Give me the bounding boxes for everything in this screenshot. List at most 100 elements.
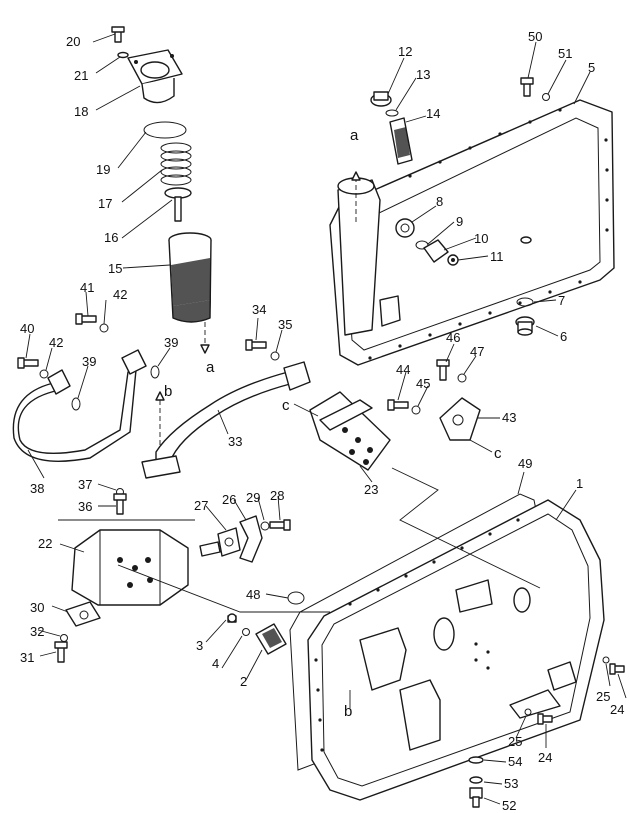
callout-20: 20 xyxy=(66,34,80,49)
callout-42b: 42 xyxy=(49,335,63,350)
callout-25b: 25 xyxy=(508,734,522,749)
callout-27: 27 xyxy=(194,498,208,513)
tube-33 xyxy=(141,361,311,479)
o-ring-7 xyxy=(516,297,534,307)
callout-44: 44 xyxy=(396,362,410,377)
callout-34: 34 xyxy=(252,302,266,317)
bolt-20 xyxy=(111,26,125,43)
valve-16 xyxy=(164,187,192,222)
callout-43: 43 xyxy=(502,410,516,425)
cover-2 xyxy=(255,623,287,655)
callout-47: 47 xyxy=(470,344,484,359)
callout-53: 53 xyxy=(504,776,518,791)
callout-11: 11 xyxy=(490,249,504,264)
o-ring-39a xyxy=(71,397,81,411)
callout-45: 45 xyxy=(416,376,430,391)
washer-45 xyxy=(411,405,421,415)
callout-31: 31 xyxy=(20,650,34,665)
callout-41: 41 xyxy=(80,280,94,295)
tank-1 xyxy=(307,499,605,801)
washer-42b xyxy=(39,369,49,379)
callout-30: 30 xyxy=(30,600,44,615)
callout-32: 32 xyxy=(30,624,44,639)
callout-39a: 39 xyxy=(82,354,96,369)
bolt-52 xyxy=(469,787,483,808)
callout-33: 33 xyxy=(228,434,242,449)
ref-c-manifold: c xyxy=(282,397,290,414)
washer-54 xyxy=(468,756,484,764)
washer-29 xyxy=(260,521,270,531)
callout-8: 8 xyxy=(436,194,443,209)
ref-a-filter: a xyxy=(206,359,215,376)
plug-6 xyxy=(515,316,535,336)
strainer-14 xyxy=(389,117,413,165)
callout-16: 16 xyxy=(104,230,118,245)
gasket-49 xyxy=(289,493,537,771)
bolt-36 xyxy=(113,493,127,515)
callout-38: 38 xyxy=(30,481,44,496)
o-ring-48 xyxy=(287,591,305,605)
callout-35: 35 xyxy=(278,317,292,332)
bolt-34 xyxy=(245,339,267,351)
washer-47 xyxy=(457,373,467,383)
callout-52: 52 xyxy=(502,798,516,813)
callout-36: 36 xyxy=(78,499,92,514)
ref-b-tube: b xyxy=(164,383,172,400)
callout-48: 48 xyxy=(246,587,260,602)
callout-3: 3 xyxy=(196,638,203,653)
tank-5-bolt-holes xyxy=(368,108,609,360)
bolt-24a xyxy=(609,663,625,675)
tank-1-bolt-holes xyxy=(314,518,520,752)
tube-38 xyxy=(12,349,147,462)
adapter-27 xyxy=(217,527,241,557)
filter-element-15 xyxy=(168,232,212,323)
callout-7: 7 xyxy=(558,293,565,308)
callout-leaders xyxy=(25,33,627,805)
cover-43 xyxy=(439,397,481,441)
ref-b-tank: b xyxy=(344,703,352,720)
callout-49: 49 xyxy=(518,456,532,471)
callout-23: 23 xyxy=(364,482,378,497)
callout-12: 12 xyxy=(398,44,412,59)
callout-24b: 24 xyxy=(538,750,552,765)
nut-11 xyxy=(447,254,459,266)
callout-51: 51 xyxy=(558,46,572,61)
washer-25b xyxy=(524,708,532,716)
cap-12 xyxy=(370,91,392,107)
callout-39b: 39 xyxy=(164,335,178,350)
elbow-30 xyxy=(65,601,101,627)
callout-24a: 24 xyxy=(610,702,624,717)
plate-10 xyxy=(423,239,449,263)
manifold-23 xyxy=(309,391,391,471)
bolt-40 xyxy=(17,357,39,369)
callout-1: 1 xyxy=(576,476,583,491)
callout-9: 9 xyxy=(456,214,463,229)
callout-28: 28 xyxy=(270,488,284,503)
bolt-31 xyxy=(54,641,68,663)
callout-13: 13 xyxy=(416,67,430,82)
bolt-41 xyxy=(75,313,97,325)
washer-4 xyxy=(242,628,250,636)
callout-25a: 25 xyxy=(596,689,610,704)
bolt-24b xyxy=(537,713,553,725)
o-ring-39b xyxy=(150,365,160,379)
elbow-26 xyxy=(239,515,263,563)
washer-35 xyxy=(270,351,280,361)
callout-4: 4 xyxy=(212,656,219,671)
washer-42a xyxy=(99,323,109,333)
callout-29: 29 xyxy=(246,490,260,505)
callout-10: 10 xyxy=(474,231,488,246)
callout-37: 37 xyxy=(78,477,92,492)
bolt-3 xyxy=(227,613,237,623)
callout-14: 14 xyxy=(426,106,440,121)
filter-cover-18 xyxy=(127,49,183,104)
callout-15: 15 xyxy=(108,261,122,276)
washer-51 xyxy=(542,93,550,101)
gauge-8 xyxy=(395,218,415,238)
spring-17 xyxy=(160,142,192,186)
callout-22: 22 xyxy=(38,536,52,551)
o-ring-19 xyxy=(143,121,187,139)
valve-22 xyxy=(71,529,189,606)
callout-54: 54 xyxy=(508,754,522,769)
